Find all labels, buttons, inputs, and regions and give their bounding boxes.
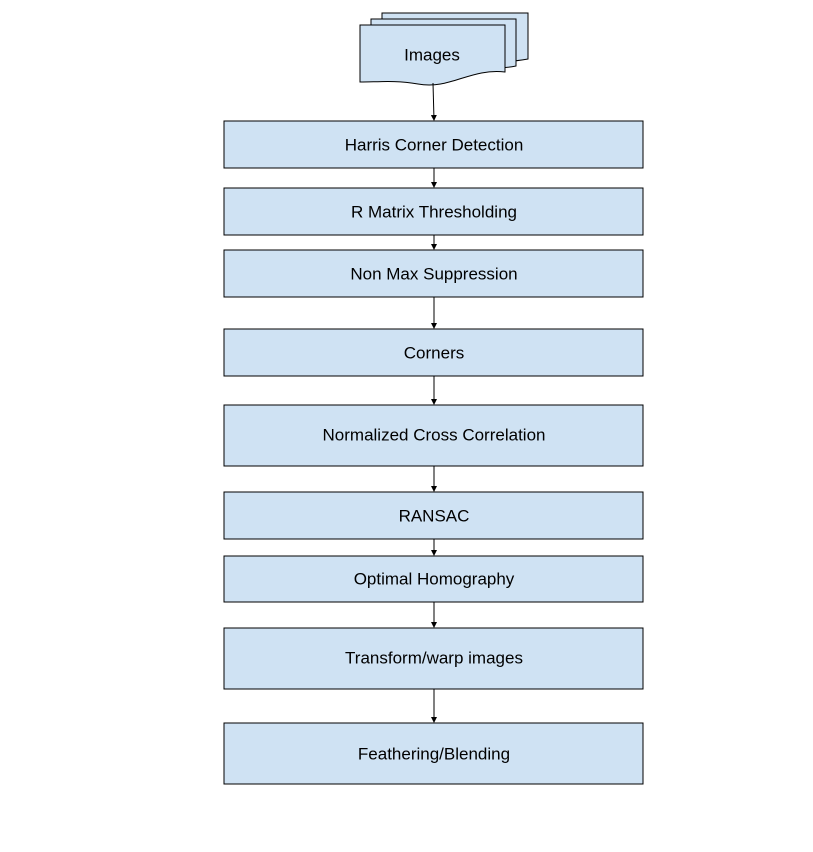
step-harris-corner-detection: Harris Corner Detection [223, 120, 644, 169]
step-optimal-homography: Optimal Homography [223, 555, 644, 603]
connectors [430, 82, 437, 723]
input-images-label: Images [404, 46, 460, 65]
step-label: Corners [404, 344, 464, 363]
step-feathering-blending: Feathering/Blending [223, 722, 644, 785]
step-label: Harris Corner Detection [345, 136, 524, 155]
document-sheet-front [359, 24, 506, 86]
step-label: Feathering/Blending [358, 745, 510, 764]
step-normalized-cross-correlation: Normalized Cross Correlation [223, 404, 644, 467]
step-non-max-suppression: Non Max Suppression [223, 249, 644, 298]
step-transform-warp-images: Transform/warp images [223, 627, 644, 690]
step-label: Non Max Suppression [350, 265, 517, 284]
step-corners: Corners [223, 328, 644, 377]
step-label: Normalized Cross Correlation [323, 426, 546, 445]
step-label: Optimal Homography [354, 570, 515, 589]
connector-images-to-harris [430, 82, 437, 121]
step-label: Transform/warp images [345, 649, 523, 668]
step-label: RANSAC [399, 507, 470, 526]
step-ransac: RANSAC [223, 491, 644, 540]
step-label: R Matrix Thresholding [351, 203, 517, 222]
input-images-node: Images [359, 12, 529, 86]
step-r-matrix-thresholding: R Matrix Thresholding [223, 187, 644, 236]
